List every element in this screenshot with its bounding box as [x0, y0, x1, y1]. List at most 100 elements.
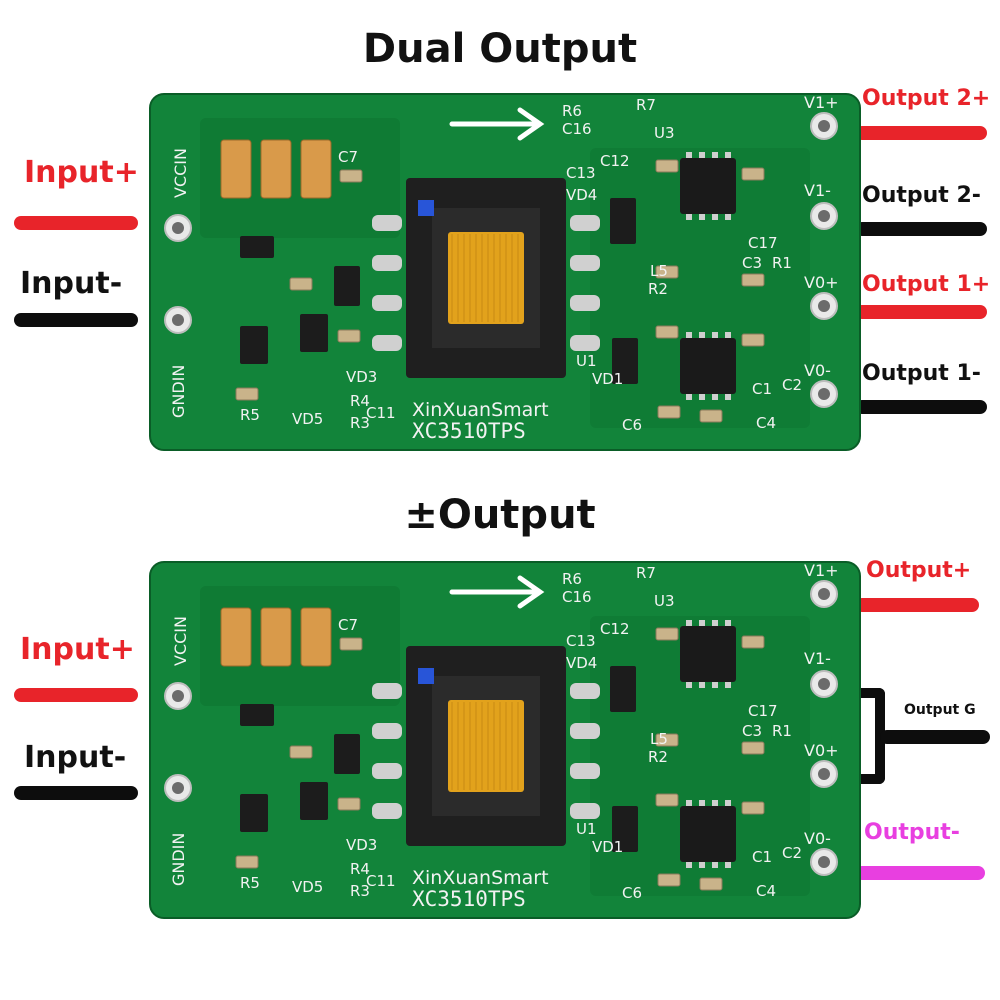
ic-lead — [686, 800, 692, 806]
vccin-silkscreen: VCCIN — [171, 616, 190, 666]
component-ref: C6 — [622, 416, 642, 434]
copper-pour — [590, 148, 810, 428]
bottom-title: ±Output — [404, 492, 596, 538]
ic-lead — [725, 620, 731, 626]
ic-lead — [725, 152, 731, 158]
component-ref: C16 — [562, 120, 592, 138]
component-ref: L5 — [650, 730, 668, 748]
component-ref: R5 — [240, 406, 260, 424]
tantalum-capacitor — [220, 139, 252, 199]
transformer-pin — [570, 723, 600, 739]
top-output2-plus-label: Output 2+ — [862, 86, 991, 111]
top-input-plus-wire — [14, 216, 138, 230]
transformer-pin — [570, 803, 600, 819]
transformer-coil — [448, 232, 524, 324]
mounting-hole — [172, 782, 184, 794]
component-ref: C17 — [748, 702, 778, 720]
transformer-pin — [570, 335, 600, 351]
smd-passive — [289, 277, 313, 291]
smd-diode — [334, 266, 360, 306]
top-output1-plus-wire — [855, 305, 987, 319]
ic-chip — [680, 338, 736, 394]
top-output2-minus-wire — [855, 222, 987, 236]
smd-diode — [240, 704, 274, 726]
smd-diode — [612, 806, 638, 852]
component-ref: VD1 — [592, 370, 623, 388]
pin-label: V0+ — [804, 741, 839, 760]
component-ref: C13 — [566, 164, 596, 182]
pin-label: V0+ — [804, 273, 839, 292]
tantalum-capacitor — [300, 607, 332, 667]
bottom-output-minus-wire — [855, 866, 985, 880]
pin-label: V0- — [804, 361, 831, 380]
top-input-plus-label: Input+ — [24, 155, 139, 190]
smd-diode — [610, 198, 636, 244]
component-ref: R5 — [240, 874, 260, 892]
bottom-output-plus-wire — [855, 598, 979, 612]
smd-passive — [741, 333, 765, 347]
mounting-hole — [818, 388, 830, 400]
component-ref: C1 — [752, 380, 772, 398]
smd-passive — [741, 741, 765, 755]
component-ref: C11 — [366, 404, 396, 422]
brand-silkscreen: XinXuanSmart — [412, 399, 549, 421]
smd-passive — [337, 797, 361, 811]
ic-lead — [712, 214, 718, 220]
ic-lead — [725, 862, 731, 868]
pin-label: V1- — [804, 181, 831, 200]
transformer-pin — [570, 763, 600, 779]
component-ref: U3 — [654, 124, 675, 142]
mounting-hole — [818, 300, 830, 312]
component-ref: VD5 — [292, 410, 323, 428]
component-ref: R1 — [772, 254, 792, 272]
top-output2-minus-label: Output 2- — [862, 183, 981, 208]
smd-passive — [741, 801, 765, 815]
component-ref: U3 — [654, 592, 675, 610]
model-silkscreen: XC3510TPS — [412, 887, 526, 911]
smd-diode — [334, 734, 360, 774]
smd-passive — [657, 405, 681, 419]
component-ref: R2 — [648, 280, 668, 298]
component-ref: C2 — [782, 376, 802, 394]
transformer-pin — [570, 683, 600, 699]
smd-passive — [655, 325, 679, 339]
pin-label: V1- — [804, 649, 831, 668]
ic-lead — [699, 800, 705, 806]
smd-passive — [235, 855, 259, 869]
output-g-wire — [880, 730, 990, 744]
ic-lead — [725, 332, 731, 338]
ic-chip — [680, 626, 736, 682]
component-ref: R3 — [350, 882, 370, 900]
transformer-pin — [372, 255, 402, 271]
ic-chip — [680, 806, 736, 862]
smd-passive — [655, 265, 679, 279]
tantalum-capacitor — [260, 139, 292, 199]
bottom-output-minus-label: Output- — [864, 820, 960, 845]
ic-lead — [699, 862, 705, 868]
smd-diode — [240, 236, 274, 258]
component-ref: C17 — [748, 234, 778, 252]
bottom-input-minus-wire — [14, 786, 138, 800]
component-ref: C2 — [782, 844, 802, 862]
smd-diode — [300, 782, 328, 820]
component-ref: R2 — [648, 748, 668, 766]
mounting-hole — [818, 856, 830, 868]
tantalum-capacitor — [300, 139, 332, 199]
component-ref: R7 — [636, 96, 656, 114]
top-pcb-board: XinXuanSmartXC3510TPSVCCINGNDINV1+V1-V0+… — [149, 93, 861, 451]
component-ref: R4 — [350, 392, 370, 410]
bottom-pcb-board: XinXuanSmartXC3510TPSVCCINGNDINV1+V1-V0+… — [149, 561, 861, 919]
ic-lead — [725, 394, 731, 400]
bottom-input-plus-label: Input+ — [20, 632, 135, 667]
bottom-output-g-label: Output G — [904, 702, 976, 718]
component-ref: VD1 — [592, 838, 623, 856]
bottom-output-plus-label: Output+ — [866, 558, 972, 583]
smd-passive — [235, 387, 259, 401]
tantalum-capacitor — [220, 607, 252, 667]
component-ref: L5 — [650, 262, 668, 280]
smd-passive — [655, 159, 679, 173]
pin-label: V0- — [804, 829, 831, 848]
copper-pour — [590, 616, 810, 896]
pin1-marker — [418, 200, 434, 216]
ic-lead — [686, 214, 692, 220]
